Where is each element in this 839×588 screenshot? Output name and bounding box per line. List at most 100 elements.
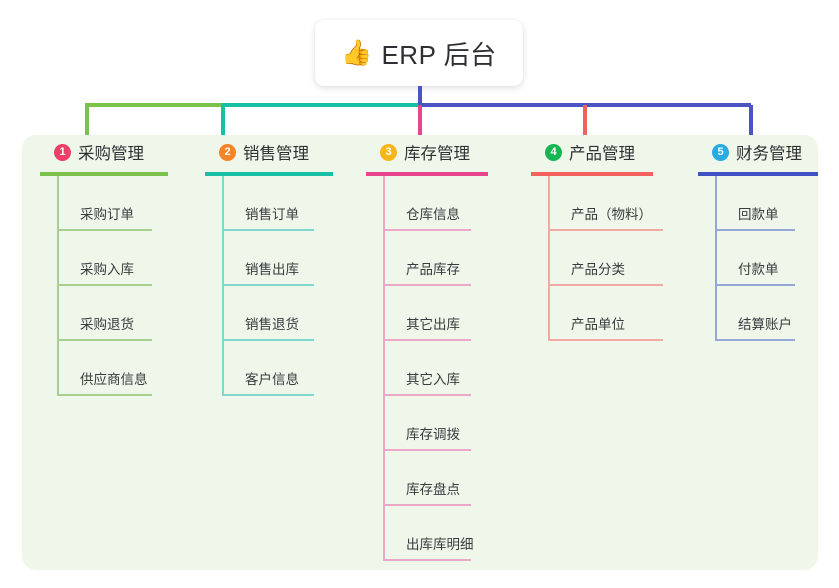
diagram-panel (22, 135, 818, 570)
branch-header-1[interactable]: 1 采购管理 (40, 135, 188, 169)
branch-item-label: 产品（物料） (571, 207, 652, 222)
branch-item-label: 供应商信息 (80, 372, 148, 387)
branch-header-rule (205, 172, 333, 176)
branch-item-label: 仓库信息 (406, 207, 460, 222)
branch-item[interactable]: 产品单位 (531, 286, 679, 341)
branch-item[interactable]: 销售订单 (205, 176, 353, 231)
branch-header-rule (698, 172, 818, 176)
branch-item-label: 结算账户 (738, 317, 792, 332)
branch-item[interactable]: 产品分类 (531, 231, 679, 286)
connector-segment-2 (221, 103, 418, 107)
branch-item-label: 库存盘点 (406, 482, 460, 497)
branch-item[interactable]: 产品（物料） (531, 176, 679, 231)
branch-item-rule (383, 339, 471, 341)
branch-item-label: 采购入库 (80, 262, 134, 277)
branch-item-label: 客户信息 (245, 372, 299, 387)
branch-item-rule (548, 339, 663, 341)
branch-item[interactable]: 回款单 (698, 176, 828, 231)
branch-item[interactable]: 客户信息 (205, 341, 353, 396)
branch-item[interactable]: 出库库明细 (366, 506, 514, 561)
branch-item[interactable]: 付款单 (698, 231, 828, 286)
branch-item[interactable]: 采购订单 (40, 176, 188, 231)
connector-segment-1 (85, 103, 221, 107)
branch-item-label: 采购退货 (80, 317, 134, 332)
connector-drop-5 (749, 105, 753, 141)
branch-item[interactable]: 销售出库 (205, 231, 353, 286)
branch-item-rule (548, 229, 663, 231)
branch-header-rule (366, 172, 488, 176)
branch-title: 财务管理 (736, 145, 802, 163)
branch-number-badge: 1 (54, 143, 71, 161)
branch-spine (57, 176, 59, 396)
connector-drop-1 (85, 105, 89, 141)
connector-drop-3 (418, 105, 422, 141)
branch-number-badge: 4 (545, 143, 562, 161)
branch-spine (548, 176, 550, 341)
branch-item-list: 回款单付款单结算账户 (698, 176, 828, 341)
branch-item-rule (57, 394, 152, 396)
branch-item-rule (222, 284, 314, 286)
branch-column-4: 4 产品管理产品（物料） 产品分类产品单位 (531, 135, 679, 341)
branch-item-rule (383, 229, 471, 231)
thumbs-up-icon: 👍 (341, 38, 373, 67)
branch-header-4[interactable]: 4 产品管理 (531, 135, 679, 169)
branch-item-rule (383, 284, 471, 286)
branch-title: 销售管理 (243, 145, 309, 163)
branch-item-list: 仓库信息产品库存其它出库其它入库库存调拨库存盘点出库库明细 (366, 176, 514, 561)
branch-title: 采购管理 (78, 145, 144, 163)
branch-item-label: 付款单 (738, 262, 779, 277)
branch-item-rule (715, 284, 795, 286)
branch-item-rule (383, 394, 471, 396)
branch-item[interactable]: 仓库信息 (366, 176, 514, 231)
root-title: ERP 后台 (381, 39, 497, 70)
branch-spine (383, 176, 385, 561)
branch-item[interactable]: 供应商信息 (40, 341, 188, 396)
branch-item-label: 库存调拨 (406, 427, 460, 442)
branch-item-rule (383, 449, 471, 451)
branch-item-label: 销售订单 (245, 207, 299, 222)
branch-item[interactable]: 库存调拨 (366, 396, 514, 451)
branch-item-rule (383, 504, 471, 506)
branch-header-rule (531, 172, 653, 176)
branch-item[interactable]: 产品库存 (366, 231, 514, 286)
branch-item-label: 销售退货 (245, 317, 299, 332)
root-trunk-connector (418, 86, 422, 106)
branch-title: 库存管理 (404, 145, 470, 163)
branch-item-label: 销售出库 (245, 262, 299, 277)
branch-item-label: 其它出库 (406, 317, 460, 332)
branch-item-label: 回款单 (738, 207, 779, 222)
root-node[interactable]: 👍 ERP 后台 (315, 20, 523, 86)
branch-column-1: 1 采购管理采购订单采购入库采购退货供应商信息 (40, 135, 188, 396)
branch-item-label: 采购订单 (80, 207, 134, 222)
branch-item-rule (57, 229, 152, 231)
branch-item-rule (715, 229, 795, 231)
connector-drop-2 (221, 105, 225, 141)
branch-item-list: 销售订单销售出库销售退货客户信息 (205, 176, 353, 396)
branch-title: 产品管理 (569, 145, 635, 163)
branch-item-rule (383, 559, 471, 561)
branch-item-rule (222, 394, 314, 396)
branch-item-label: 产品单位 (571, 317, 625, 332)
branch-item-rule (57, 339, 152, 341)
branch-item-label: 出库库明细 (406, 537, 474, 552)
branch-item[interactable]: 采购入库 (40, 231, 188, 286)
branch-item[interactable]: 其它入库 (366, 341, 514, 396)
branch-item-rule (548, 284, 663, 286)
branch-item-list: 采购订单采购入库采购退货供应商信息 (40, 176, 188, 396)
branch-spine (715, 176, 717, 341)
branch-item-rule (222, 339, 314, 341)
branch-item[interactable]: 结算账户 (698, 286, 828, 341)
branch-item[interactable]: 销售退货 (205, 286, 353, 341)
branch-header-rule (40, 172, 168, 176)
branch-item[interactable]: 采购退货 (40, 286, 188, 341)
branch-item-rule (715, 339, 795, 341)
branch-item[interactable]: 其它出库 (366, 286, 514, 341)
branch-item[interactable]: 库存盘点 (366, 451, 514, 506)
